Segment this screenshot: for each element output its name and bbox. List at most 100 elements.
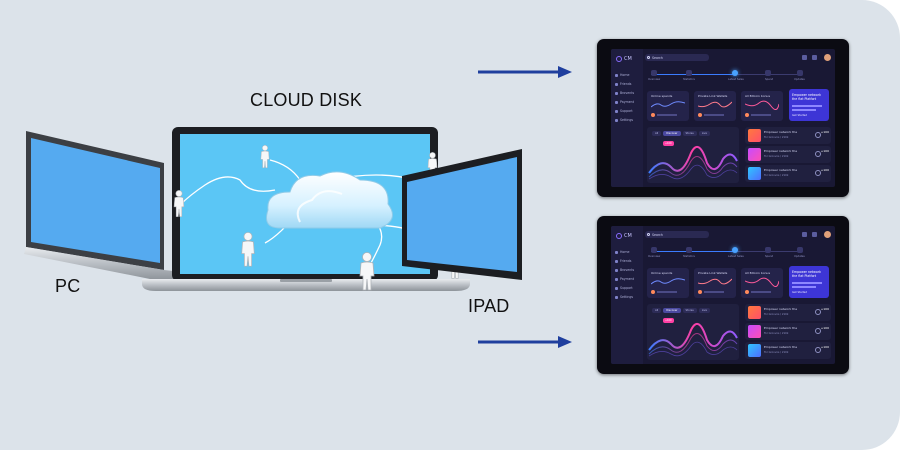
dashboard-topbar: Search bbox=[645, 54, 831, 61]
tab-live[interactable]: Live bbox=[698, 308, 711, 313]
step-icon[interactable] bbox=[686, 70, 692, 76]
search-input[interactable]: Search bbox=[645, 231, 709, 238]
sparkline bbox=[745, 277, 779, 287]
nav-item-friends[interactable]: Friends bbox=[615, 82, 631, 86]
dashboard-topbar: Search bbox=[645, 231, 831, 238]
list-item[interactable]: Empower network the Tor Gronvos / 210k +… bbox=[745, 323, 831, 340]
avatar[interactable] bbox=[824, 231, 831, 238]
promo-button[interactable]: Get Started bbox=[792, 114, 808, 117]
stat-card[interactable]: Online spends bbox=[647, 91, 689, 121]
arrows bbox=[478, 66, 572, 348]
list-item-subtitle: Tor Gronvos / 210k bbox=[764, 351, 789, 354]
sparkline bbox=[651, 101, 685, 108]
nav-item-brovents[interactable]: Brovents bbox=[615, 268, 634, 272]
step-icon[interactable] bbox=[651, 70, 657, 76]
list-item-value: +100 bbox=[820, 149, 829, 153]
step-icon[interactable] bbox=[797, 247, 803, 253]
list-item[interactable]: Empower network the Tor Gronvos / 210k +… bbox=[745, 342, 831, 359]
nav-label: Home bbox=[620, 73, 630, 77]
step-icon[interactable] bbox=[651, 247, 657, 253]
bell-icon[interactable] bbox=[812, 232, 817, 237]
list-item[interactable]: Empower network the Tor Gronvos / 210k +… bbox=[745, 304, 831, 321]
chart-tooltip: +100 bbox=[663, 318, 674, 323]
wave-graphic bbox=[648, 145, 738, 180]
stat-card[interactable]: All Bitcoin bonus bbox=[741, 91, 783, 121]
sparkline bbox=[698, 278, 732, 285]
events-icon bbox=[615, 268, 618, 272]
payment-icon bbox=[615, 277, 618, 281]
filter-icon[interactable] bbox=[802, 55, 807, 60]
list-item-title: Empower network the bbox=[764, 345, 798, 349]
bell-icon[interactable] bbox=[812, 55, 817, 60]
tab-discover[interactable]: Discover bbox=[663, 308, 681, 313]
pc-label: PC bbox=[55, 276, 81, 296]
nav-label: Support bbox=[620, 286, 633, 290]
dashboard-sidebar: CM Home Friends Brovents Payment Support… bbox=[611, 49, 643, 187]
tab-all[interactable]: All bbox=[652, 308, 662, 313]
nav-item-settings[interactable]: Settings bbox=[615, 118, 633, 122]
list-item-value: +100 bbox=[820, 130, 829, 134]
search-placeholder: Search bbox=[652, 55, 663, 60]
thumbnail bbox=[748, 129, 761, 142]
step-icon[interactable] bbox=[797, 70, 803, 76]
nav-item-settings[interactable]: Settings bbox=[615, 295, 633, 299]
nav-item-support[interactable]: Support bbox=[615, 286, 633, 290]
promo-card[interactable]: Empower network the flat Platfort Get St… bbox=[789, 266, 829, 298]
list-item-subtitle: Tor Gronvos / 210k bbox=[764, 136, 789, 139]
stat-card-footer bbox=[651, 113, 677, 117]
stat-card-footer bbox=[745, 290, 771, 294]
dashboard-screen: CM Home Friends Brovents Payment Support… bbox=[611, 226, 835, 364]
stat-card[interactable]: Online spends bbox=[647, 268, 689, 298]
tab-live[interactable]: Live bbox=[698, 131, 711, 136]
ipad-device bbox=[402, 149, 522, 280]
tab-all[interactable]: All bbox=[652, 131, 662, 136]
nav-item-payment[interactable]: Payment bbox=[615, 100, 634, 104]
cloud-icon bbox=[266, 171, 393, 229]
tab-discover[interactable]: Discover bbox=[663, 131, 681, 136]
step-icon[interactable] bbox=[686, 247, 692, 253]
stat-card-title: Online spends bbox=[651, 271, 673, 275]
nav-label: Payment bbox=[620, 277, 634, 281]
clock-icon bbox=[815, 151, 821, 157]
thumbnail bbox=[748, 167, 761, 180]
nav-item-home[interactable]: Home bbox=[615, 250, 629, 254]
tablet-top: CM Home Friends Brovents Payment Support… bbox=[597, 39, 849, 197]
nav-item-support[interactable]: Support bbox=[615, 109, 633, 113]
promo-card[interactable]: Empower network the flat Platfort Get St… bbox=[789, 89, 829, 121]
list-item[interactable]: Empower network the Tor Gronvos / 210k +… bbox=[745, 165, 831, 182]
nav-item-friends[interactable]: Friends bbox=[615, 259, 631, 263]
step-label: Overview bbox=[648, 78, 661, 81]
promo-button[interactable]: Get Started bbox=[792, 291, 808, 294]
step-label: Statistics bbox=[683, 255, 695, 258]
nav-item-payment[interactable]: Payment bbox=[615, 277, 634, 281]
avatar[interactable] bbox=[824, 54, 831, 61]
step-icon-active[interactable] bbox=[732, 247, 738, 253]
step-icon[interactable] bbox=[765, 70, 771, 76]
clock-icon bbox=[815, 347, 821, 353]
tab-stores[interactable]: Stores bbox=[682, 131, 697, 136]
nav-item-home[interactable]: Home bbox=[615, 73, 629, 77]
filter-icon[interactable] bbox=[802, 232, 807, 237]
logo-icon bbox=[616, 233, 622, 239]
search-placeholder: Search bbox=[652, 232, 663, 237]
clock-icon bbox=[815, 328, 821, 334]
stat-card[interactable]: Private Link Wallets bbox=[694, 91, 736, 121]
wave-graphic bbox=[648, 322, 738, 357]
step-icon-active[interactable] bbox=[732, 70, 738, 76]
list-item[interactable]: Empower network the Tor Gronvos / 210k +… bbox=[745, 146, 831, 163]
home-icon bbox=[615, 250, 618, 254]
stat-card[interactable]: Private Link Wallets bbox=[694, 268, 736, 298]
tab-stores[interactable]: Stores bbox=[682, 308, 697, 313]
stat-card[interactable]: All Bitcoin bonus bbox=[741, 268, 783, 298]
search-input[interactable]: Search bbox=[645, 54, 709, 61]
home-icon bbox=[615, 73, 618, 77]
sparkline bbox=[651, 278, 685, 285]
list-item[interactable]: Empower network the Tor Gronvos / 210k +… bbox=[745, 127, 831, 144]
nav-item-brovents[interactable]: Brovents bbox=[615, 91, 634, 95]
cloud-disk-label: CLOUD DISK bbox=[250, 90, 363, 110]
step-icon[interactable] bbox=[765, 247, 771, 253]
chart-tabs: All Discover Stores Live bbox=[652, 131, 711, 136]
promo-line bbox=[792, 109, 816, 111]
chart-tabs: All Discover Stores Live bbox=[652, 308, 711, 313]
step-label: Overview bbox=[648, 255, 661, 258]
